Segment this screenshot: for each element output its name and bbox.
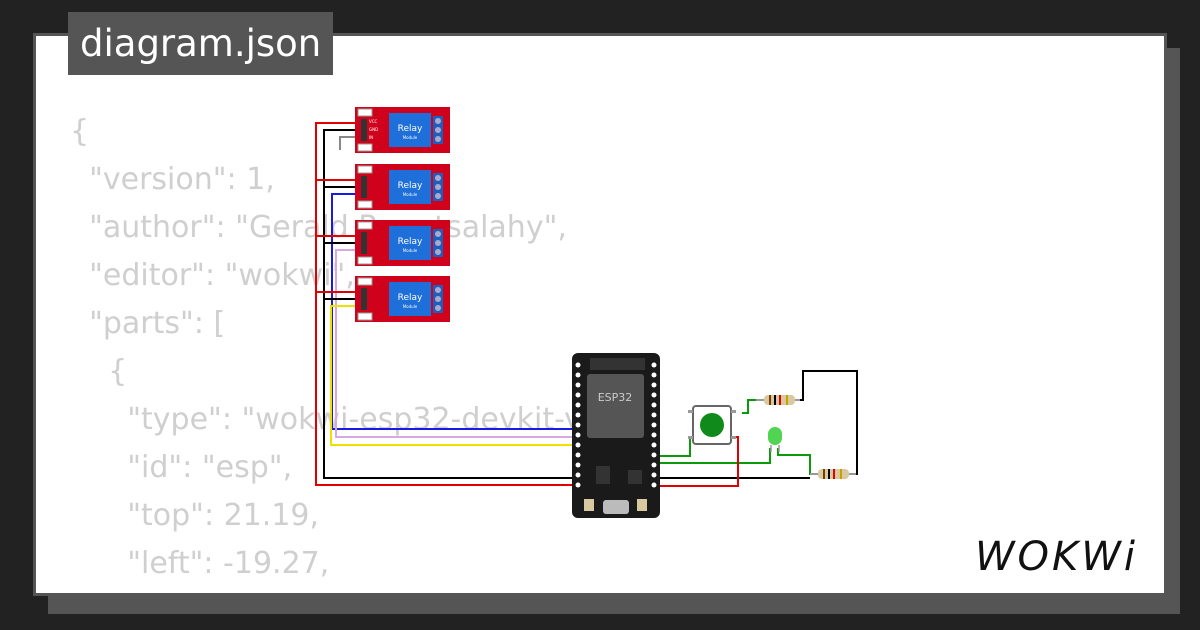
code-line: "editor": "wokwi", (70, 258, 355, 293)
relay-module[interactable]: Relay Module (355, 220, 450, 266)
pin-label-vcc: VCC (369, 119, 378, 124)
relay-title: Relay (398, 181, 423, 191)
code-line: "version": 1, (70, 162, 275, 197)
peripheral-wires (660, 370, 858, 487)
code-line: "type": "wokwi-esp32-devkit-v1", (70, 402, 625, 437)
resistor[interactable] (756, 395, 800, 405)
wokwi-logo: WOKWi (975, 534, 1138, 578)
relay-title: Relay (398, 293, 423, 303)
wokwi-logo-text: WOKWi (975, 534, 1138, 578)
code-line: "id": "esp", (70, 450, 293, 485)
resistor[interactable] (810, 469, 856, 479)
code-line: "left": -19.27, (70, 546, 330, 581)
esp32-label: ESP32 (598, 391, 633, 404)
project-card[interactable]: { "version": 1, "author": "Gerald Rapats… (33, 33, 1167, 596)
relay-title: Relay (398, 237, 423, 247)
esp32-board[interactable]: ESP32 (572, 353, 660, 518)
relay-subtitle: Module (403, 304, 418, 309)
relay-module[interactable]: Relay Module (355, 276, 450, 322)
code-line: "parts": [ (70, 306, 226, 341)
pushbutton[interactable] (688, 405, 736, 445)
pin-label-in: IN (369, 135, 373, 140)
relay-title: Relay (398, 124, 423, 134)
relay-wires (315, 122, 575, 486)
code-line: "top": 21.19, (70, 498, 320, 533)
esp32-pins (575, 362, 657, 488)
code-line: { (70, 114, 90, 149)
led[interactable] (768, 427, 782, 452)
relay-module[interactable]: Relay Module (355, 164, 450, 210)
relay-subtitle: Module (403, 192, 418, 197)
relay-module[interactable]: VCC GND IN Relay Module (355, 107, 450, 153)
filename-tab[interactable]: diagram.json (68, 12, 334, 75)
relay-subtitle: Module (403, 135, 418, 140)
pin-label-gnd: GND (369, 127, 378, 132)
relay-subtitle: Module (403, 248, 418, 253)
code-line: { (70, 354, 128, 389)
